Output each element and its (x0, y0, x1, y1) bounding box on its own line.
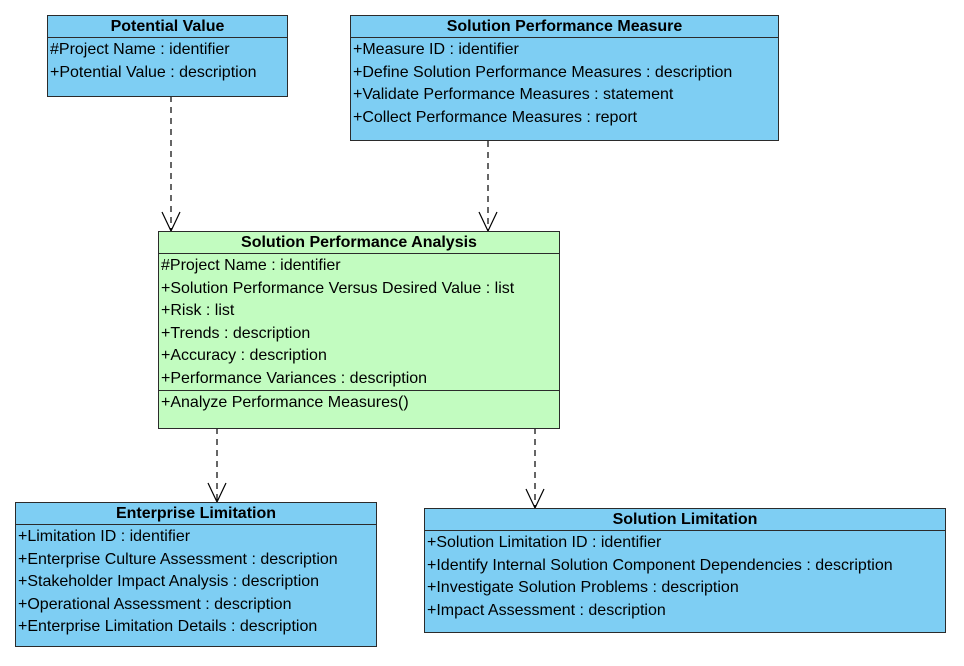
attribute-list: #Project Name : identifier +Solution Per… (159, 254, 559, 390)
class-title: Potential Value (48, 16, 287, 38)
class-solution-performance-measure[interactable]: Solution Performance Measure +Measure ID… (350, 15, 779, 141)
class-potential-value[interactable]: Potential Value #Project Name : identifi… (47, 15, 288, 97)
attribute: +Risk : list (161, 302, 235, 319)
attribute: +Investigate Solution Problems : descrip… (427, 579, 739, 596)
attribute: +Enterprise Limitation Details : descrip… (18, 618, 318, 635)
dependency-arrowhead-potential-value (161, 211, 181, 233)
attribute-list: +Solution Limitation ID : identifier +Id… (425, 531, 945, 622)
attribute: +Solution Limitation ID : identifier (427, 534, 662, 551)
operation: +Analyze Performance Measures() (161, 394, 409, 411)
class-title: Solution Performance Measure (351, 16, 778, 38)
operation-list: +Analyze Performance Measures() (159, 390, 559, 415)
attribute: #Project Name : identifier (161, 257, 341, 274)
dependency-arrowhead-solution-limitation (525, 488, 545, 510)
attribute: +Validate Performance Measures : stateme… (353, 86, 674, 103)
class-solution-performance-analysis[interactable]: Solution Performance Analysis #Project N… (158, 231, 560, 429)
attribute: +Stakeholder Impact Analysis : descripti… (18, 573, 320, 590)
dependency-arrowhead-solution-performance-measure (478, 211, 498, 233)
attribute: +Define Solution Performance Measures : … (353, 63, 733, 81)
class-enterprise-limitation[interactable]: Enterprise Limitation +Limitation ID : i… (15, 502, 377, 647)
attribute: +Identify Internal Solution Component De… (427, 556, 893, 574)
attribute: +Performance Variances : description (161, 369, 428, 387)
attribute: +Limitation ID : identifier (18, 528, 191, 545)
dependency-arrowhead-enterprise-limitation (207, 482, 227, 504)
attribute-list: +Limitation ID : identifier +Enterprise … (16, 525, 376, 639)
attribute: +Operational Assessment : description (18, 595, 292, 613)
class-title: Enterprise Limitation (16, 503, 376, 525)
attribute: +Potential Value : description (50, 63, 257, 81)
attribute-list: +Measure ID : identifier +Define Solutio… (351, 38, 778, 129)
attribute: +Solution Performance Versus Desired Val… (161, 279, 515, 297)
attribute: #Project Name : identifier (50, 41, 230, 58)
attribute: +Impact Assessment : description (427, 601, 666, 619)
class-solution-limitation[interactable]: Solution Limitation +Solution Limitation… (424, 508, 946, 633)
attribute: +Enterprise Culture Assessment : descrip… (18, 550, 338, 568)
class-title: Solution Limitation (425, 509, 945, 531)
class-title: Solution Performance Analysis (159, 232, 559, 254)
attribute: +Measure ID : identifier (353, 41, 519, 58)
attribute: +Accuracy : description (161, 347, 327, 364)
attribute: +Collect Performance Measures : report (353, 108, 638, 126)
attribute-list: #Project Name : identifier +Potential Va… (48, 38, 287, 84)
attribute: +Trends : description (161, 324, 311, 342)
